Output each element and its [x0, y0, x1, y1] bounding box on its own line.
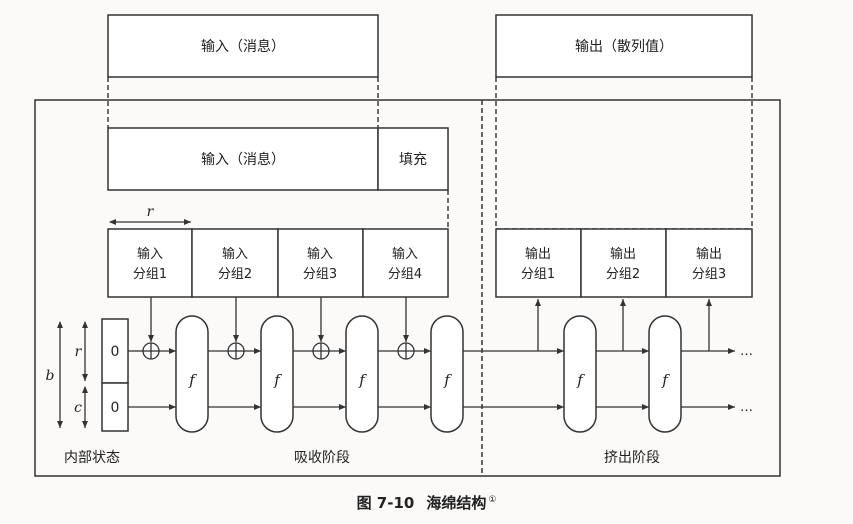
f-permutation-2: f [260, 315, 294, 433]
sponge-construction-diagram: 输入（消息） 输出（散列值） 输入（消息） 填充 r 输入 分组1 输入 分组2… [34, 14, 781, 477]
xor-1-icon [142, 342, 160, 360]
message-input-label: 输入（消息） [201, 38, 285, 55]
svg-text:分组4: 分组4 [388, 267, 422, 282]
squeeze-phase-label: 挤出阶段 [604, 450, 660, 466]
input-block-1: 输入 分组1 [107, 228, 193, 298]
svg-text:分组1: 分组1 [521, 267, 555, 282]
hash-output-box [495, 14, 753, 78]
f-permutation-1: f [175, 315, 209, 433]
r-height-label: r [75, 344, 83, 360]
f-permutation-5: f [563, 315, 597, 433]
svg-text:输入: 输入 [222, 246, 248, 262]
svg-text:f: f [576, 371, 585, 389]
internal-state-label: 内部状态 [64, 450, 120, 466]
padding-label: 填充 [399, 152, 427, 168]
squeeze-arrows [535, 299, 712, 351]
svg-text:f: f [358, 371, 367, 389]
output-block-2: 输出 分组2 [580, 228, 667, 298]
message-input-box [107, 14, 379, 78]
output-block-3: 输出 分组3 [665, 228, 753, 298]
svg-text:分组3: 分组3 [303, 267, 337, 282]
f-permutation-6: f [648, 315, 682, 433]
xor-4-icon [397, 342, 415, 360]
figure-number: 图 7-10 [356, 494, 415, 512]
output-block-1: 输出 分组1 [495, 228, 582, 298]
svg-text:f: f [661, 371, 670, 389]
state-c-value: 0 [111, 400, 120, 416]
svg-text:输出: 输出 [610, 246, 636, 262]
state-r-value: 0 [111, 344, 120, 360]
svg-text:分组2: 分组2 [218, 267, 252, 282]
svg-text:分组1: 分组1 [133, 267, 167, 282]
svg-text:输出: 输出 [525, 246, 551, 262]
footnote-mark: ① [488, 495, 497, 505]
outer-frame [34, 99, 781, 477]
input-block-2: 输入 分组2 [191, 228, 279, 298]
state-r-box [101, 318, 129, 384]
rate-width-label: r [147, 204, 155, 220]
ellipsis-upper: … [740, 344, 753, 359]
svg-text:分组2: 分组2 [606, 267, 640, 282]
figure-title: 海绵结构 [426, 494, 487, 512]
f-permutation-3: f [345, 315, 379, 433]
absorb-arrows [148, 297, 409, 342]
absorb-phase-label: 吸收阶段 [294, 450, 350, 466]
svg-text:输入: 输入 [392, 246, 418, 262]
svg-text:f: f [443, 371, 452, 389]
hash-output-label: 输出（散列值） [575, 39, 673, 55]
ellipsis-lower: … [740, 400, 753, 415]
b-width-label: b [46, 368, 55, 384]
svg-text:输入: 输入 [137, 246, 163, 262]
xor-3-icon [312, 342, 330, 360]
xor-2-icon [227, 342, 245, 360]
state-c-box [101, 382, 129, 432]
input-block-4: 输入 分组4 [362, 228, 449, 298]
svg-text:f: f [188, 371, 197, 389]
f-permutation-4: f [430, 315, 464, 433]
svg-text:输出: 输出 [696, 246, 722, 262]
svg-text:输入: 输入 [307, 246, 333, 262]
input-block-3: 输入 分组3 [277, 228, 364, 298]
c-height-label: c [74, 400, 82, 416]
padding-box [377, 127, 449, 191]
svg-text:分组3: 分组3 [692, 267, 726, 282]
padded-message-label: 输入（消息） [201, 151, 285, 168]
svg-text:f: f [273, 371, 282, 389]
